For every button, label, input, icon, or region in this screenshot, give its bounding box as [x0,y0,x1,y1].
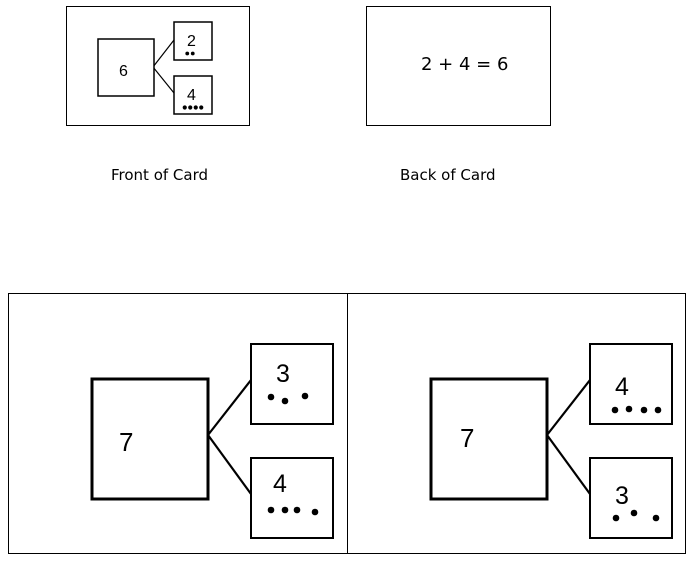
dot [293,506,301,514]
dot [188,105,193,110]
sample-back-card: 2 + 4 = 6 [366,6,551,126]
dot-group-top [611,405,662,414]
dot [185,51,190,56]
part-box-bottom [250,457,334,539]
dot-group-top [185,51,195,56]
dot [612,514,620,522]
card-divider [347,294,348,553]
part-number-bottom: 4 [273,470,287,498]
card-1-diagram: 7 3 4 [90,343,334,539]
cards-strip: 7 3 4 7 4 3 [8,293,686,554]
part-box-bottom [173,75,213,115]
dot [654,406,662,414]
whole-number: 6 [119,63,128,80]
whole-box [97,38,155,97]
part-box-bottom [589,457,673,539]
dot [190,51,195,56]
part-number-bottom: 3 [615,482,629,510]
whole-box [429,377,549,501]
sample-front-diagram: 6 2 4 [97,21,213,115]
part-number-top: 4 [615,373,629,401]
dot [267,393,275,401]
dot [301,392,309,400]
part-number-top: 3 [276,360,290,388]
branch-line-top [546,379,591,436]
back-equation: 2 + 4 = 6 [421,54,509,75]
dot [625,405,633,413]
sample-front-card: 6 2 4 [66,6,250,126]
branch-line-bottom [546,434,591,495]
front-caption: Front of Card [111,166,209,184]
dot-group-bottom [182,105,204,110]
dot [640,406,648,414]
part-box-top [250,343,334,425]
dot [611,406,619,414]
branch-line-bottom [152,66,175,94]
dot [281,397,289,405]
dot [267,506,275,514]
dot [182,105,187,110]
dot-group-bottom [612,509,660,522]
card-2-diagram: 7 4 3 [429,343,673,539]
dot [630,509,638,517]
whole-number: 7 [460,423,474,453]
branch-line-bottom [207,434,252,495]
dot [311,508,319,516]
dot [281,506,289,514]
branch-line-top [207,379,252,436]
branch-line-top [152,39,175,68]
whole-number: 7 [119,427,133,457]
dot-group-bottom [267,506,319,516]
dot [193,105,198,110]
part-number-bottom: 4 [187,87,196,104]
part-number-top: 2 [187,33,196,50]
dot [652,514,660,522]
dot [199,105,204,110]
dot-group-top [267,392,309,405]
whole-box [90,377,210,501]
back-caption: Back of Card [400,166,496,184]
